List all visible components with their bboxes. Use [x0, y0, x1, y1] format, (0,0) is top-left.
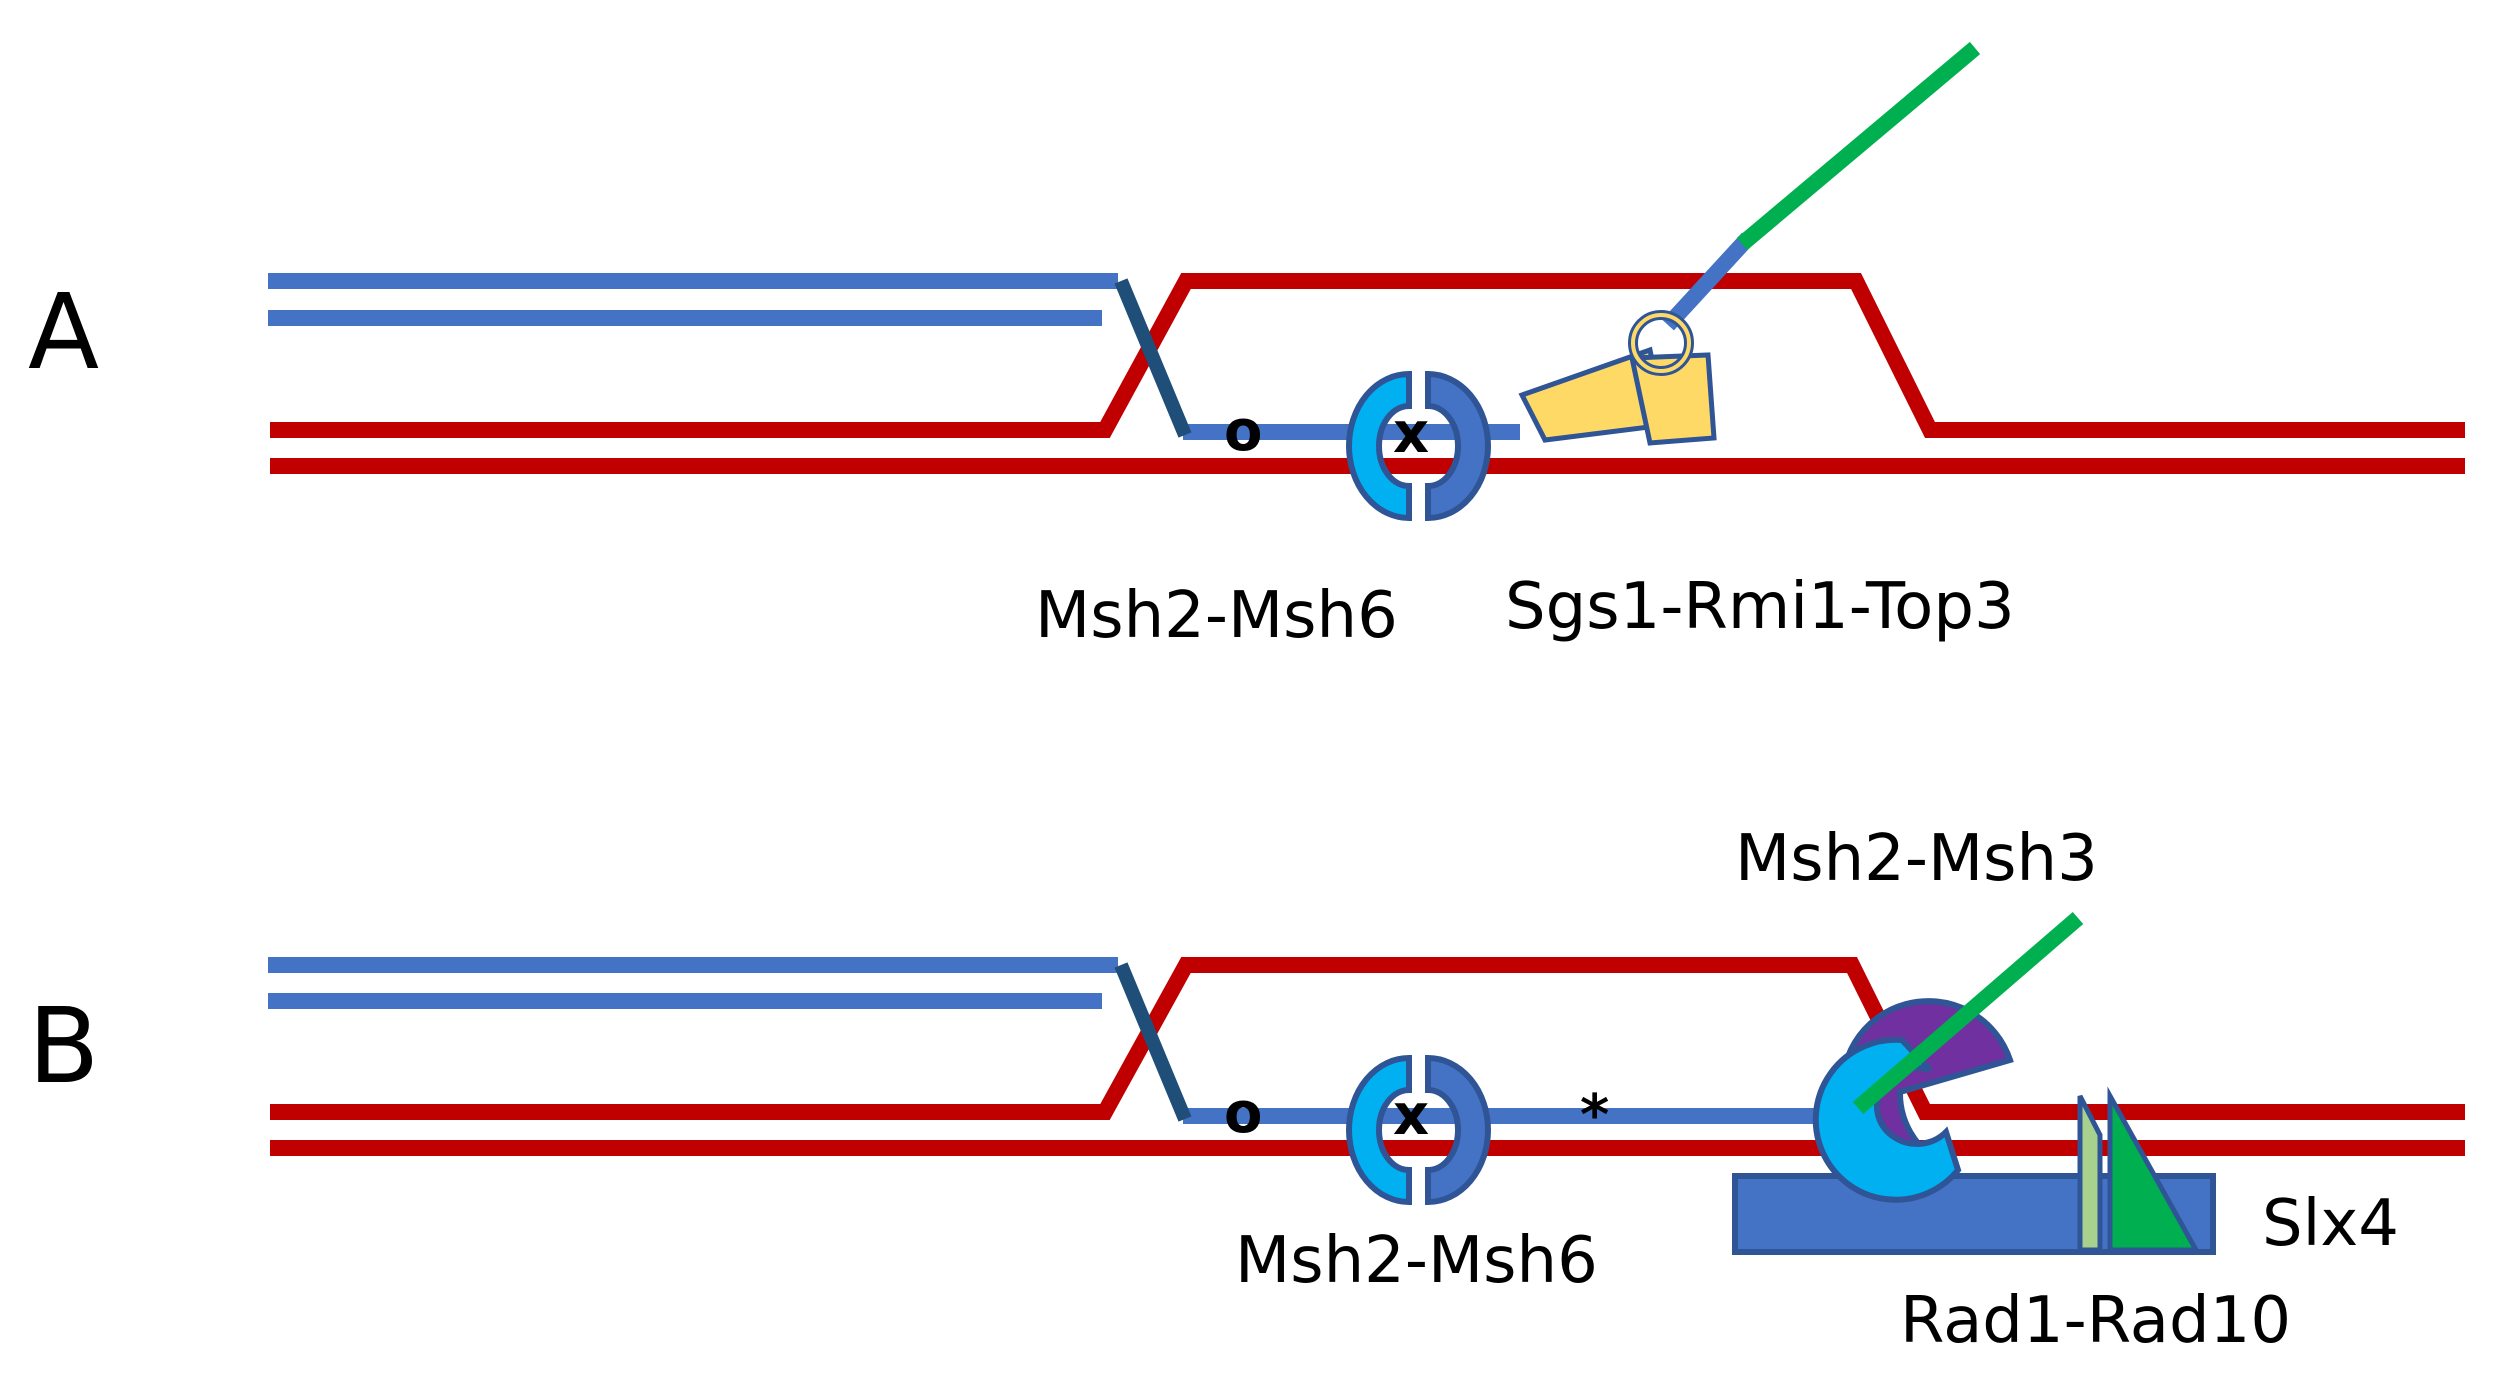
panel-b-rad1-rad10-label: Rad1-Rad10 [1900, 1284, 2291, 1358]
panel-b-junction [1114, 962, 1192, 1122]
panel-a-mismatch-x: x [1393, 401, 1429, 466]
panel-a-msh2-msh6-clamp [1346, 370, 1491, 522]
panel-b-mismatch-o: o [1224, 1081, 1262, 1146]
panel-b-letter: B [28, 985, 99, 1107]
panel-b-msh2-msh6-label: Msh2-Msh6 [1235, 1224, 1598, 1298]
panel-b: B o x * Msh2-Msh3 Msh2- [28, 822, 2465, 1358]
panel-b-mismatch-x: x [1393, 1083, 1429, 1148]
panel-a-junction [1114, 278, 1192, 438]
panel-a-mismatch-o: o [1224, 399, 1262, 464]
panel-b-rad1-rad10-nuclease [2077, 1086, 2201, 1253]
panel-b-msh2-msh3-label: Msh2-Msh3 [1735, 822, 2098, 896]
panel-b-msh2-msh3-complex [1812, 911, 2084, 1203]
panel-a-red-strand-top [270, 273, 2465, 438]
panel-b-slx4-label: Slx4 [2262, 1187, 2399, 1261]
panel-b-msh2-msh6-clamp [1346, 1054, 1491, 1206]
panel-b-red-strand-top [270, 957, 2465, 1120]
panel-a-sgs1-rmi1-top3-complex [1518, 41, 1981, 446]
panel-a-sgs1-rmi1-top3-label: Sgs1-Rmi1-Top3 [1505, 570, 2015, 644]
panel-b-mismatch-star: * [1580, 1083, 1609, 1148]
panel-a-msh2-msh6-label: Msh2-Msh6 [1035, 579, 1398, 653]
panel-a: A o x Msh2-Msh6 Sgs1-Rmi1-Top3 [28, 41, 2465, 653]
panel-a-letter: A [28, 271, 99, 393]
